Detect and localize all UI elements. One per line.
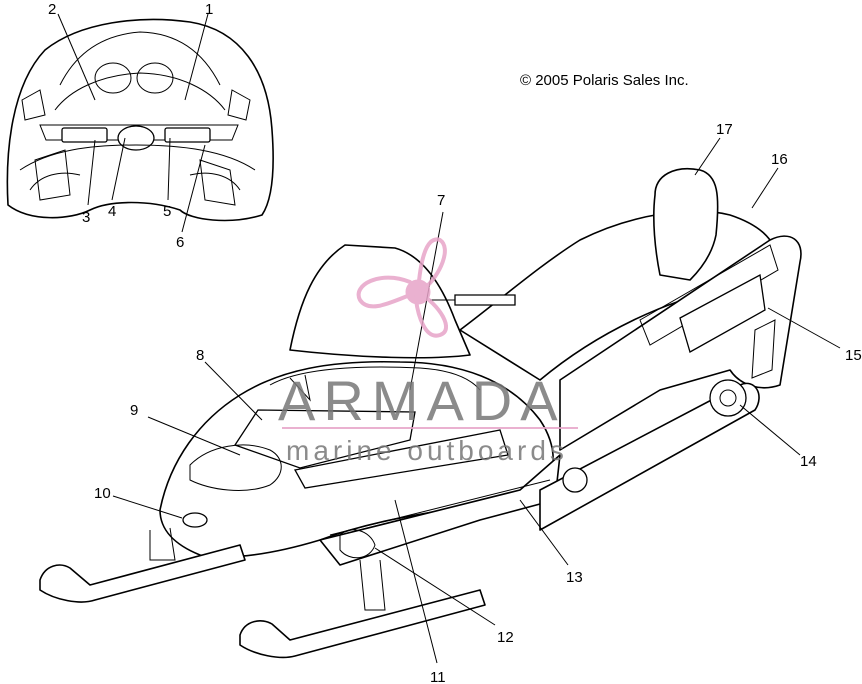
callout-17: 17: [716, 121, 733, 138]
propeller-logo-icon: [356, 237, 448, 338]
callout-16: 16: [771, 151, 788, 168]
callout-11: 11: [430, 669, 446, 684]
callout-7: 7: [437, 192, 445, 209]
callout-10: 10: [94, 485, 111, 502]
watermark-tagline: marine outboards: [286, 435, 568, 466]
snowmobile-drawing: [39, 168, 802, 659]
callout-14: 14: [800, 453, 817, 470]
callout-2: 2: [48, 1, 56, 18]
callout-1: 1: [205, 1, 213, 18]
watermark-brand: ARMADA: [278, 369, 566, 432]
callout-5: 5: [163, 203, 171, 220]
callout-15: 15: [845, 347, 862, 364]
callout-6: 6: [176, 234, 184, 251]
callout-3: 3: [82, 209, 90, 226]
watermark: ARMADA marine outboards: [278, 237, 578, 466]
callout-9: 9: [130, 402, 138, 419]
callout-8: 8: [196, 347, 204, 364]
callout-12: 12: [497, 629, 514, 646]
copyright-notice: © 2005 Polaris Sales Inc.: [520, 72, 689, 89]
callout-4: 4: [108, 203, 116, 220]
hood-inset-view: [6, 18, 274, 222]
callout-13: 13: [566, 569, 583, 586]
